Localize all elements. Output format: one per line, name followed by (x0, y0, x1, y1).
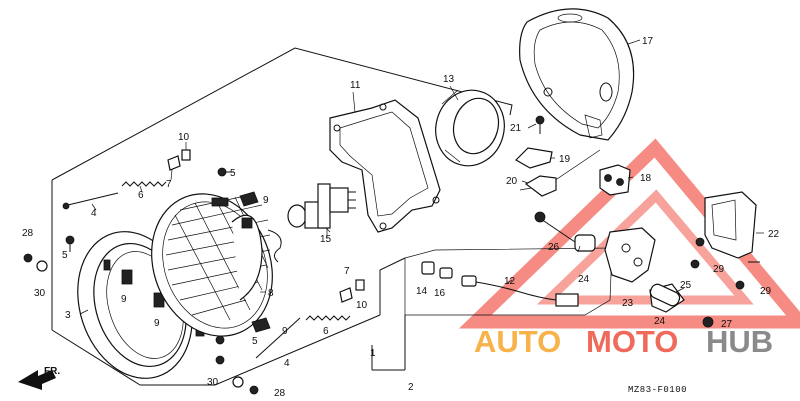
part-label-6-bottom: 6 (323, 326, 329, 337)
part-label-13: 13 (443, 74, 455, 85)
part-label-14: 14 (416, 286, 428, 297)
headlight-bulb (287, 183, 356, 238)
fasteners (23, 149, 681, 395)
watermark-moto: MOTO (586, 324, 678, 359)
part-label-21: 21 (510, 123, 522, 134)
part-label-24-bottom: 24 (654, 316, 666, 327)
part-label-12: 12 (504, 276, 516, 287)
part-label-5-top: 5 (230, 168, 236, 179)
part-number-labels: 11 13 17 21 19 20 18 22 10 7 6 5 9 4 15 … (22, 36, 780, 399)
part-label-23: 23 (622, 298, 634, 309)
part-label-9-rim-b: 9 (154, 318, 160, 329)
part-label-4-bottom: 4 (284, 358, 290, 369)
part-label-1: 1 (370, 348, 376, 359)
watermark-text: AUTO MOTO HUB (474, 324, 773, 359)
part-label-2: 2 (408, 382, 414, 393)
assembly-boundary (51, 47, 613, 386)
part-label-29-b: 29 (760, 286, 772, 297)
part-label-9-rim-a: 9 (121, 294, 127, 305)
front-arrow-icon: FR. (18, 366, 60, 390)
part-label-7-top: 7 (166, 179, 172, 190)
part-label-10-top: 10 (178, 132, 190, 143)
part-label-20: 20 (506, 176, 518, 187)
part-label-29-a: 29 (713, 264, 725, 275)
part-label-7-bottom: 7 (344, 266, 350, 277)
leader-lines (79, 39, 764, 315)
part-label-30-bottom: 30 (207, 377, 219, 388)
part-label-24-top: 24 (578, 274, 590, 285)
part-label-28-bottom: 28 (274, 388, 286, 399)
part-label-8: 8 (268, 288, 274, 299)
part-label-10-bottom: 10 (356, 300, 368, 311)
drawing-code: MZ83-F0100 (628, 385, 687, 395)
part-label-9-top: 9 (263, 195, 269, 206)
front-label: FR. (44, 366, 60, 377)
mounting-plates (515, 115, 557, 197)
part-label-4-top: 4 (91, 208, 97, 219)
part-label-5-bottom-a: 5 (252, 336, 258, 347)
part-label-3: 3 (65, 310, 71, 321)
watermark-auto: AUTO (474, 324, 561, 359)
part-label-27: 27 (721, 319, 733, 330)
part-label-28-left: 28 (22, 228, 34, 239)
headlight-case (519, 8, 635, 141)
part-label-17: 17 (642, 36, 654, 47)
headlight-lens-unit (151, 193, 282, 337)
part-label-15: 15 (320, 234, 332, 245)
part-label-11: 11 (350, 80, 361, 91)
part-label-18: 18 (640, 173, 652, 184)
part-label-6-top: 6 (138, 190, 144, 201)
watermark-hub: HUB (706, 324, 773, 359)
part-label-19: 19 (559, 154, 571, 165)
part-label-22: 22 (768, 229, 780, 240)
dust-cover (435, 89, 505, 167)
part-label-25: 25 (680, 280, 692, 291)
wire-harness (421, 261, 579, 307)
part-label-9-bottom: 9 (282, 326, 288, 337)
headlight-bracket (329, 99, 441, 233)
part-label-26: 26 (548, 242, 560, 253)
part-label-5-left: 5 (62, 250, 68, 261)
part-label-30-left: 30 (34, 288, 46, 299)
part-label-16: 16 (434, 288, 446, 299)
